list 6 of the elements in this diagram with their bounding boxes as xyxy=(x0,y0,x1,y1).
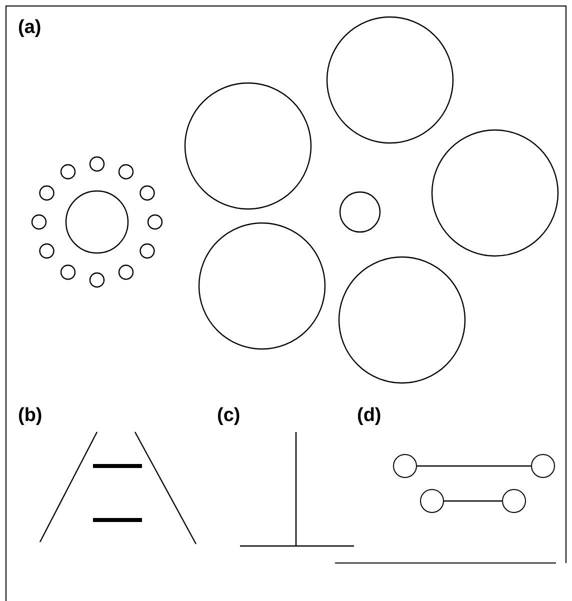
panel-label: (d) xyxy=(357,406,382,425)
connector-line xyxy=(417,465,531,467)
panel-label: (c) xyxy=(217,406,240,425)
panel-label: (b) xyxy=(18,406,42,425)
connector-line xyxy=(444,500,502,502)
panel-label: (a) xyxy=(18,18,42,37)
